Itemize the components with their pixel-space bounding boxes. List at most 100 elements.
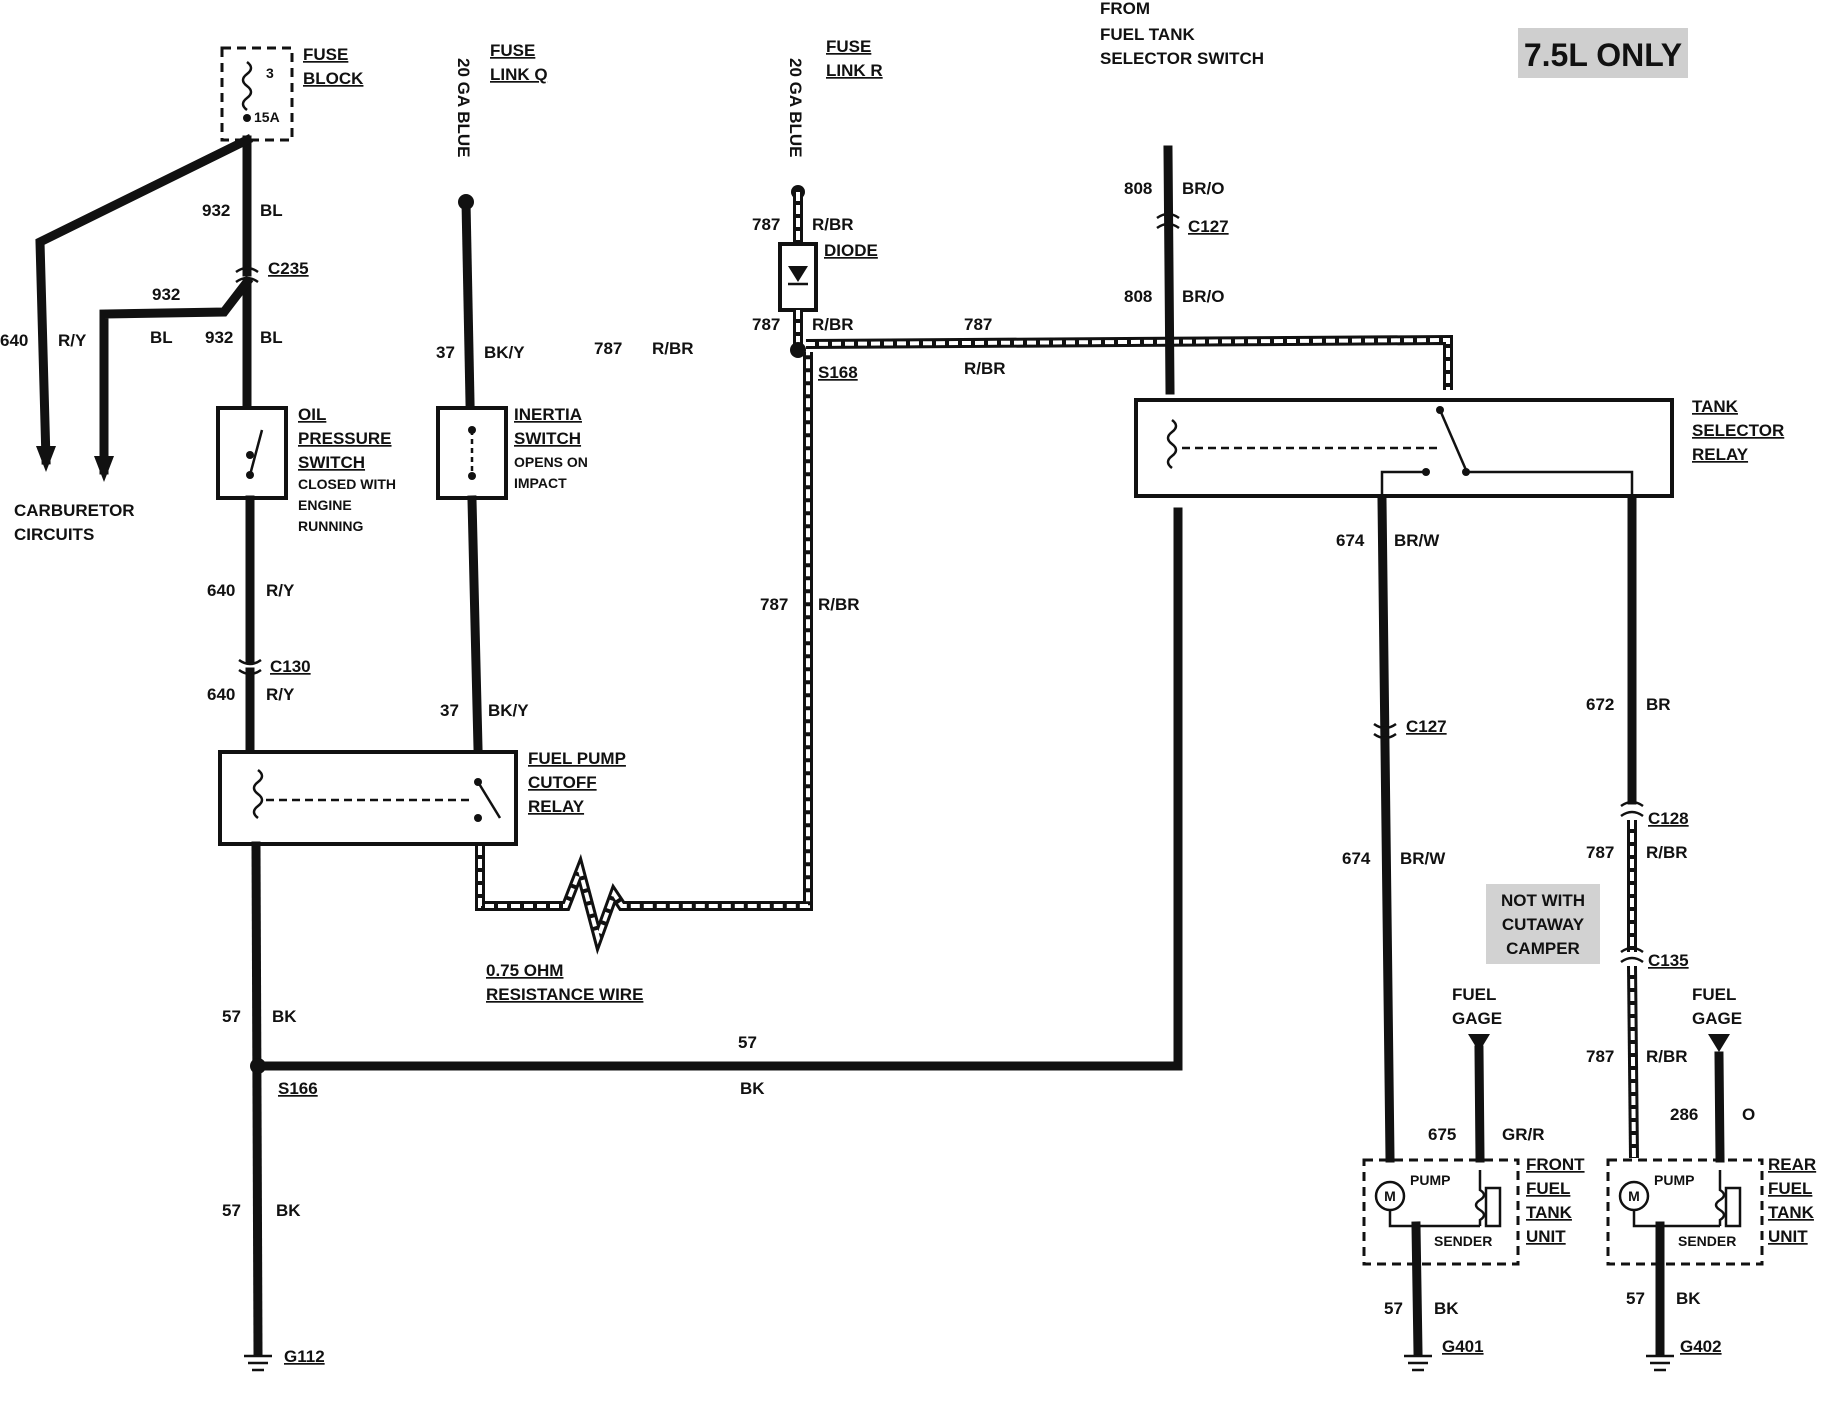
- lbl-37-b: 37: [440, 701, 459, 720]
- wire-674: [1377, 495, 1395, 1163]
- lbl-787-top: 787: [752, 215, 780, 234]
- lbl-bk-c: BK: [740, 1079, 765, 1098]
- from-label-2: FUEL TANK: [1100, 25, 1195, 44]
- lbl-640-carb: 640: [0, 331, 28, 350]
- wire-787-e-inner: [1630, 965, 1636, 1159]
- ground-g402-symbol: [1646, 1354, 1674, 1372]
- rear-motor-label: M: [1628, 1188, 1640, 1204]
- fuse-link-q-label-2: LINK Q: [490, 65, 548, 84]
- wire-787-to-relay-outer: [805, 334, 1453, 390]
- note-bg: [1486, 884, 1600, 964]
- front-sender-label: SENDER: [1434, 1233, 1492, 1249]
- fuse-link-r-gauge: 20 GA BLUE: [786, 58, 805, 158]
- lbl-932-a: 932: [202, 201, 230, 220]
- resistance-wire-inner: [478, 352, 810, 945]
- oil-label-1: OIL: [298, 405, 326, 424]
- fuse-link-r-label-2: LINK R: [826, 61, 883, 80]
- lbl-57-front: 57: [1384, 1299, 1403, 1318]
- lbl-ry-b: R/Y: [266, 685, 295, 704]
- fuse-link-r-label-1: FUSE: [826, 37, 871, 56]
- carb-label-1: CARBURETOR: [14, 501, 135, 520]
- lbl-g401: G401: [1442, 1337, 1484, 1356]
- rear-gage-label-1: FUEL: [1692, 985, 1736, 1004]
- wire-57-to-relay: [253, 507, 1183, 1071]
- inertia-label-1: INERTIA: [514, 405, 582, 424]
- rear-gage-arrow: [1708, 1034, 1730, 1052]
- lbl-s166: S166: [278, 1079, 318, 1098]
- lbl-787-mid: 787: [752, 315, 780, 334]
- lbl-o: O: [1742, 1105, 1755, 1124]
- note-line-2: CUTAWAY: [1502, 915, 1585, 934]
- resist-label-2: RESISTANCE WIRE: [486, 985, 643, 1004]
- inertia-label-2: SWITCH: [514, 429, 581, 448]
- wire-808: [1163, 145, 1175, 395]
- lbl-bl-b: BL: [150, 328, 173, 347]
- lbl-57-rear: 57: [1626, 1289, 1645, 1308]
- oil-label-6: RUNNING: [298, 518, 363, 534]
- c235-upper: [235, 266, 259, 274]
- front-pump-label: PUMP: [1410, 1172, 1450, 1188]
- badge-text: 7.5L ONLY: [1524, 37, 1682, 73]
- wire-787-to-relay-inner: [805, 337, 1450, 390]
- fuse-block-label-2: BLOCK: [303, 69, 364, 88]
- rear-fuel-tank-unit: [1606, 1158, 1764, 1266]
- wire-37-b: [467, 495, 483, 753]
- rear-sender-label: SENDER: [1678, 1233, 1736, 1249]
- lbl-rbr-mid: R/BR: [812, 315, 854, 334]
- lbl-c130: C130: [270, 657, 311, 676]
- lbl-brw-a: BR/W: [1394, 531, 1440, 550]
- rear-unit-label-2: FUEL: [1768, 1179, 1812, 1198]
- rear-gage-label-2: GAGE: [1692, 1009, 1742, 1028]
- lbl-rbr-b: R/BR: [818, 595, 860, 614]
- lbl-bro-a: BR/O: [1182, 179, 1225, 198]
- resist-label-1: 0.75 OHM: [486, 961, 563, 980]
- diode-symbol: [788, 266, 808, 282]
- front-unit-label-4: UNIT: [1526, 1227, 1566, 1246]
- lbl-ry-a: R/Y: [266, 581, 295, 600]
- lbl-808-b: 808: [1124, 287, 1152, 306]
- cutoff-relay-contact-b: [474, 814, 482, 822]
- lbl-675: 675: [1428, 1125, 1456, 1144]
- diode-label: DIODE: [824, 241, 878, 260]
- lbl-g402: G402: [1680, 1337, 1722, 1356]
- tank-relay-coil: [1166, 419, 1178, 469]
- front-sender-coil: [1474, 1170, 1486, 1226]
- c127-lower-b: [1373, 732, 1397, 740]
- inertia-label-4: IMPACT: [514, 475, 567, 491]
- cutoff-label-2: CUTOFF: [528, 773, 597, 792]
- fuse-block-outline: [220, 46, 294, 142]
- oil-label-3: SWITCH: [298, 453, 365, 472]
- front-gage-label-2: GAGE: [1452, 1009, 1502, 1028]
- lbl-bk-b: BK: [276, 1201, 301, 1220]
- lbl-grr: GR/R: [1502, 1125, 1545, 1144]
- lbl-rbr-c: R/BR: [964, 359, 1006, 378]
- wire-932-branch: [99, 275, 254, 475]
- oil-label-5: ENGINE: [298, 497, 352, 513]
- lbl-787-b: 787: [760, 595, 788, 614]
- tank-relay-no-lead: [1466, 470, 1634, 498]
- lbl-rbr-d: R/BR: [1646, 843, 1688, 862]
- lbl-932-c: 932: [205, 328, 233, 347]
- fuse-terminal: [243, 114, 251, 122]
- carb-label-2: CIRCUITS: [14, 525, 94, 544]
- lbl-787-free: 787: [594, 339, 622, 358]
- wire-286: [1714, 1051, 1725, 1163]
- lbl-640-b: 640: [207, 685, 235, 704]
- lbl-rbr-top: R/BR: [812, 215, 854, 234]
- from-label-1: FROM: [1100, 0, 1150, 18]
- c127-upper-a: [1156, 212, 1180, 220]
- front-motor-label: M: [1384, 1188, 1396, 1204]
- rear-unit-label-1: REAR: [1768, 1155, 1816, 1174]
- lbl-808-a: 808: [1124, 179, 1152, 198]
- front-sender-body: [1484, 1186, 1502, 1228]
- tank-relay-nc-lead: [1380, 470, 1426, 498]
- note-line-3: CAMPER: [1506, 939, 1580, 958]
- lbl-bky-b: BK/Y: [488, 701, 529, 720]
- front-unit-label-3: TANK: [1526, 1203, 1573, 1222]
- lbl-brw-b: BR/W: [1400, 849, 1446, 868]
- c127-lower-a: [1156, 222, 1180, 230]
- lbl-c127-a: C127: [1188, 217, 1229, 236]
- lbl-ry-carb: R/Y: [58, 331, 87, 350]
- front-fuel-tank-unit: [1362, 1158, 1520, 1266]
